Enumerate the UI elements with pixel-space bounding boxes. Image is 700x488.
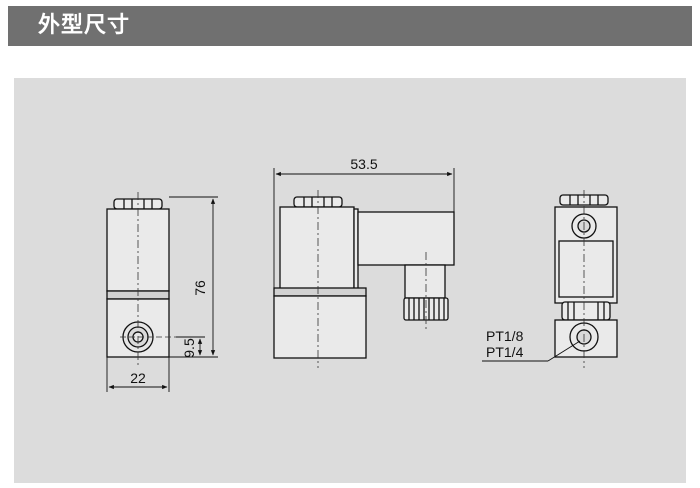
side-valve-body xyxy=(273,295,367,359)
width-dimension xyxy=(106,357,170,392)
thread-leader xyxy=(482,340,581,362)
width-label: 22 xyxy=(130,370,146,386)
height-label: 76 xyxy=(192,280,208,296)
port-height-dimension xyxy=(176,336,205,356)
side-view xyxy=(273,196,455,359)
thread-label-pt14: PT1/4 xyxy=(486,344,524,360)
length-dimension xyxy=(273,168,455,296)
side-connector xyxy=(357,211,455,266)
side-band xyxy=(273,287,367,297)
length-label: 53.5 xyxy=(350,156,377,172)
section-title: 外型尺寸 xyxy=(38,13,131,38)
height-dimension xyxy=(169,196,218,358)
side-cable-gland xyxy=(403,297,449,321)
section-header: 外型尺寸 xyxy=(8,6,692,46)
port-height-label: 9.5 xyxy=(181,338,197,358)
rear-connector xyxy=(558,240,614,298)
side-coil xyxy=(279,206,355,292)
side-connector-neck xyxy=(404,264,446,299)
thread-label-pt18: PT1/8 xyxy=(486,328,524,344)
rear-knurl-ring xyxy=(561,301,611,321)
rear-view xyxy=(554,194,618,358)
